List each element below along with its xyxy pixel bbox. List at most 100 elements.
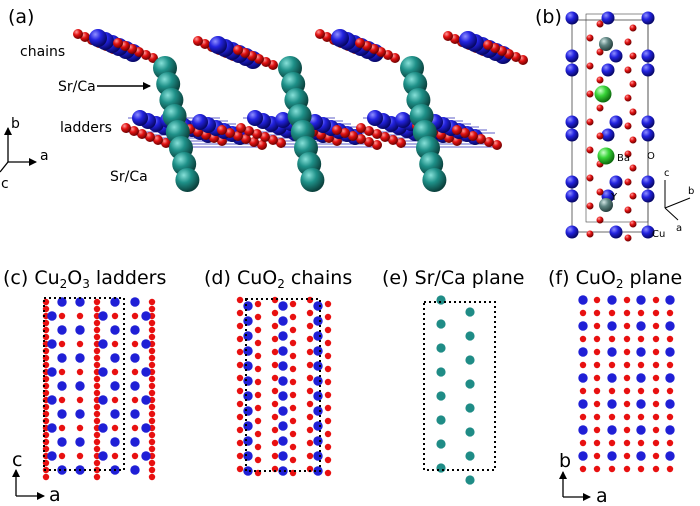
o-atom (623, 374, 631, 382)
o-atom (652, 374, 660, 382)
o-atom (257, 140, 267, 150)
o-atom (492, 140, 502, 150)
o-atom (289, 391, 297, 399)
o-atom (652, 348, 660, 356)
o-atom (93, 333, 101, 341)
o-atom (624, 178, 632, 186)
o-atom (608, 439, 616, 447)
o-atom (93, 459, 101, 467)
o-atom (58, 452, 66, 460)
chain-lattice (236, 296, 332, 477)
o-atom (254, 443, 262, 451)
o-atom (58, 368, 66, 376)
cu-atom (98, 451, 108, 461)
panel-b-unit-cell: (b) Ba O Cu Y c b a (535, 6, 694, 242)
axis-b-label-b: b (688, 186, 694, 197)
o-atom (623, 387, 631, 395)
o-atom (372, 140, 382, 150)
o-atom (652, 387, 660, 395)
o-atom (666, 335, 674, 343)
o-atom (193, 36, 203, 46)
o-atom (241, 134, 251, 144)
label-ba: Ba (617, 153, 630, 164)
cu-atom (609, 115, 623, 129)
o-atom (236, 452, 244, 460)
o-atom (324, 391, 332, 399)
cu-atom (278, 436, 288, 446)
o-atom (348, 131, 358, 141)
o-atom (593, 374, 601, 382)
cu-atom (313, 391, 323, 401)
o-atom (579, 413, 587, 421)
o-atom (306, 348, 314, 356)
o-atom (623, 439, 631, 447)
cu-atom (75, 409, 85, 419)
label-srca-bottom: Sr/Ca (110, 169, 148, 185)
cu-atom (313, 421, 323, 431)
o-atom (93, 326, 101, 334)
o-atom (608, 387, 616, 395)
cu-atom (665, 295, 675, 305)
o-atom (652, 400, 660, 408)
srca-atom (465, 331, 475, 341)
o-atom (271, 361, 279, 369)
o-atom (306, 400, 314, 408)
srca-atom (436, 439, 446, 449)
o-atom (596, 20, 604, 28)
o-atom (271, 400, 279, 408)
axis-a-arrow-b (664, 207, 679, 221)
o-atom (380, 132, 390, 142)
o-atom (111, 424, 119, 432)
cu-atom (641, 11, 655, 25)
o-atom (148, 466, 156, 474)
srca-atom (465, 475, 475, 485)
cu-atom (57, 381, 67, 391)
o-atom (324, 365, 332, 373)
o-atom (623, 426, 631, 434)
cu-atom (313, 346, 323, 356)
o-atom (76, 424, 84, 432)
o-atom (271, 465, 279, 473)
o-atom (76, 340, 84, 348)
cu-atom (57, 465, 67, 475)
label-chains: chains (20, 44, 65, 60)
cu-atom (565, 128, 579, 142)
cu-atom (665, 321, 675, 331)
axis-c-label: c (1, 176, 9, 192)
cu-atom (565, 225, 579, 239)
o-atom (637, 413, 645, 421)
o-atom (271, 387, 279, 395)
o-atom (161, 138, 171, 148)
cu-atom (278, 421, 288, 431)
o-atom (236, 296, 244, 304)
cu-atom (75, 297, 85, 307)
o-atom (629, 52, 637, 60)
o-atom (652, 413, 660, 421)
o-atom (340, 128, 350, 138)
o-atom (623, 309, 631, 317)
cu-atom (607, 295, 617, 305)
o-atom (579, 439, 587, 447)
cu-atom (278, 406, 288, 416)
o-atom (42, 417, 50, 425)
o-atom (254, 430, 262, 438)
axis-a-label-f: a (596, 485, 608, 506)
o-atom (596, 48, 604, 56)
o-atom (593, 439, 601, 447)
o-atom (666, 309, 674, 317)
o-atom (93, 382, 101, 390)
o-atom (324, 417, 332, 425)
o-atom (608, 309, 616, 317)
o-atom (111, 396, 119, 404)
o-atom (629, 164, 637, 172)
o-atom (137, 129, 147, 139)
o-atom (254, 326, 262, 334)
cu-atom (565, 63, 579, 77)
o-atom (452, 125, 462, 135)
o-atom (131, 424, 139, 432)
o-atom (623, 348, 631, 356)
o-atom (271, 426, 279, 434)
cu-atom (641, 63, 655, 77)
ladder-lattice (42, 297, 156, 481)
o-atom (652, 452, 660, 460)
